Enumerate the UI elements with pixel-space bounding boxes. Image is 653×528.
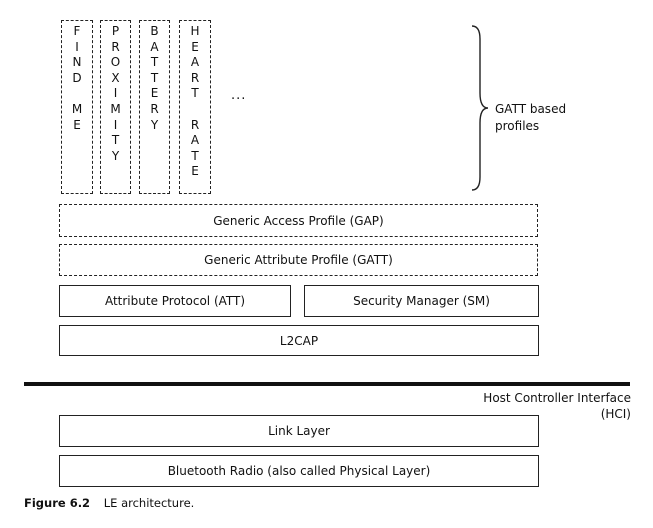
profile-box-battery: B A T T E R Y — [139, 20, 170, 194]
profile-label-battery: B A T T E R Y — [150, 24, 159, 132]
profile-label-find-me: F I N D M E — [71, 24, 83, 132]
link-layer-label: Link Layer — [268, 424, 330, 438]
figure-number: Figure 6.2 — [24, 496, 91, 510]
hci-label: Host Controller Interface (HCI) — [483, 391, 631, 421]
radio-label: Bluetooth Radio (also called Physical La… — [167, 464, 431, 478]
l2cap-label: L2CAP — [279, 333, 319, 348]
att-label: Attribute Protocol (ATT) — [104, 294, 246, 308]
figure-caption-text: LE architecture. — [103, 496, 195, 510]
profile-box-heart-rate: H E A R T R A T E — [179, 20, 211, 194]
gatt-layer: Generic Attribute Profile (GATT) — [59, 244, 538, 276]
hci-divider — [24, 382, 630, 386]
profile-label-proximity: P R O X I M I T Y — [110, 24, 121, 163]
gatt-label: Generic Attribute Profile (GATT) — [204, 253, 393, 267]
radio-layer: Bluetooth Radio (also called Physical La… — [59, 455, 539, 487]
sm-layer: Security Manager (SM) — [304, 285, 539, 317]
more-profiles-ellipsis: ... — [231, 88, 247, 103]
profile-box-find-me: F I N D M E — [61, 20, 93, 194]
sm-label: Security Manager (SM) — [353, 294, 490, 308]
profile-box-proximity: P R O X I M I T Y — [100, 20, 131, 194]
gap-layer: Generic Access Profile (GAP) — [59, 204, 538, 237]
gap-label: Generic Access Profile (GAP) — [213, 213, 384, 228]
att-layer: Attribute Protocol (ATT) — [59, 285, 291, 317]
gatt-profiles-label: GATT based profiles — [495, 102, 567, 133]
link-layer: Link Layer — [59, 415, 539, 447]
profiles-brace-icon — [471, 25, 489, 191]
profile-label-heart-rate: H E A R T R A T E — [190, 24, 200, 179]
l2cap-layer: L2CAP — [59, 325, 539, 356]
figure-caption: Figure 6.2 LE architecture. — [24, 496, 194, 510]
